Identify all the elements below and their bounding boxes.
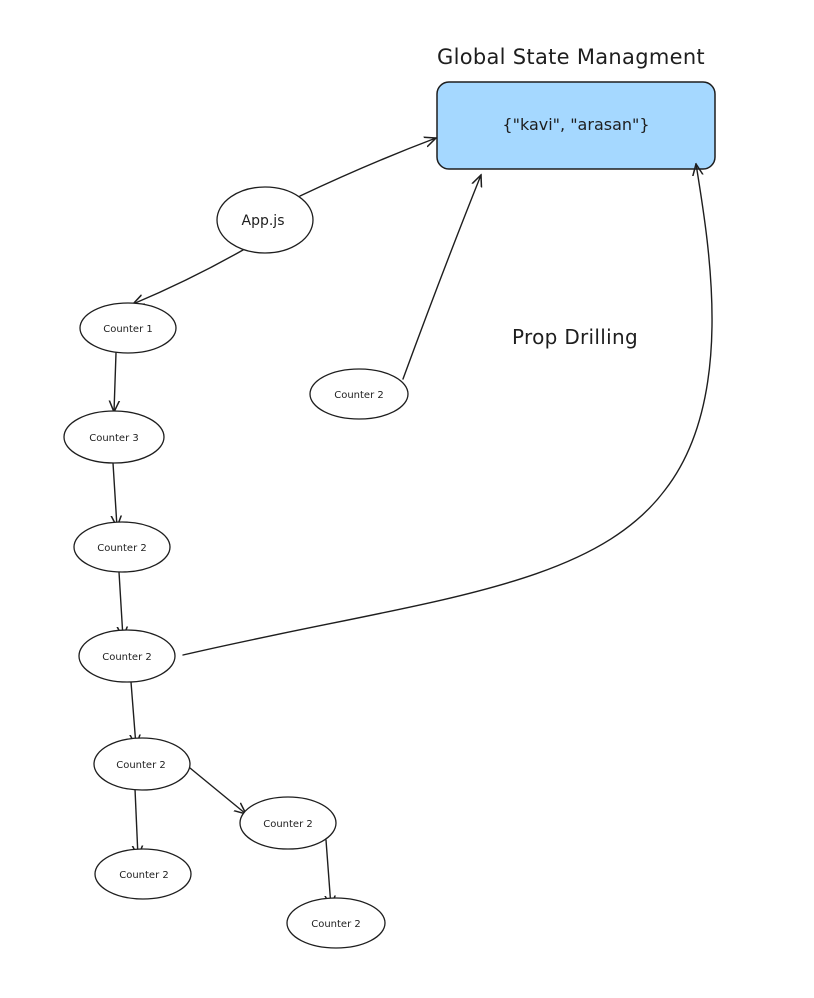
node-counter-1-label: Counter 1 xyxy=(103,324,153,335)
arrow-counter2b-to-counter2c xyxy=(131,681,136,746)
arrow-counter2a-to-counter2b xyxy=(119,571,123,638)
arrow-counter2b-to-store xyxy=(182,164,713,656)
node-counter-2-c[interactable]: Counter 2 xyxy=(93,737,191,791)
arrow-counter1-to-counter3 xyxy=(114,352,116,412)
node-counter-2-b-label: Counter 2 xyxy=(102,652,152,663)
node-counter-3-label: Counter 3 xyxy=(89,433,139,444)
arrow-counter2e-to-counter2f xyxy=(326,839,331,907)
diagram-title: Global State Managment xyxy=(437,45,705,69)
node-counter-2-f-label: Counter 2 xyxy=(311,919,361,930)
store-label: {"kavi", "arasan"} xyxy=(502,115,649,134)
arrow-counter2c-to-counter2e xyxy=(189,767,246,814)
arrow-app-to-counter1 xyxy=(133,249,244,304)
arrow-counter2c-to-counter2d xyxy=(135,788,138,857)
store-rect xyxy=(436,81,716,170)
node-counter-2-e-label: Counter 2 xyxy=(263,819,313,830)
node-counter-2-d-label: Counter 2 xyxy=(119,870,169,881)
node-app[interactable]: App.js xyxy=(216,186,314,254)
node-counter-3[interactable]: Counter 3 xyxy=(63,410,165,464)
node-counter-2-e[interactable]: Counter 2 xyxy=(239,796,337,850)
node-counter-2-isolated-label: Counter 2 xyxy=(334,390,384,401)
arrow-counter3-to-counter2a xyxy=(113,462,117,527)
node-app-label: App.js xyxy=(242,213,285,229)
node-counter-2-b[interactable]: Counter 2 xyxy=(78,629,176,683)
prop-drilling-label: Prop Drilling xyxy=(512,325,638,349)
node-counter-1[interactable]: Counter 1 xyxy=(79,302,177,354)
node-counter-2-c-label: Counter 2 xyxy=(116,760,166,771)
arrow-app-to-store xyxy=(299,138,436,197)
node-counter-2-f[interactable]: Counter 2 xyxy=(286,897,386,949)
global-store-box[interactable]: {"kavi", "arasan"} xyxy=(436,81,716,170)
node-counter-2-a-label: Counter 2 xyxy=(97,543,147,554)
arrow-isolated-to-store xyxy=(402,175,481,380)
node-counter-2-a[interactable]: Counter 2 xyxy=(73,521,171,573)
node-counter-2-isolated[interactable]: Counter 2 xyxy=(309,368,409,420)
node-counter-2-d[interactable]: Counter 2 xyxy=(94,848,192,900)
